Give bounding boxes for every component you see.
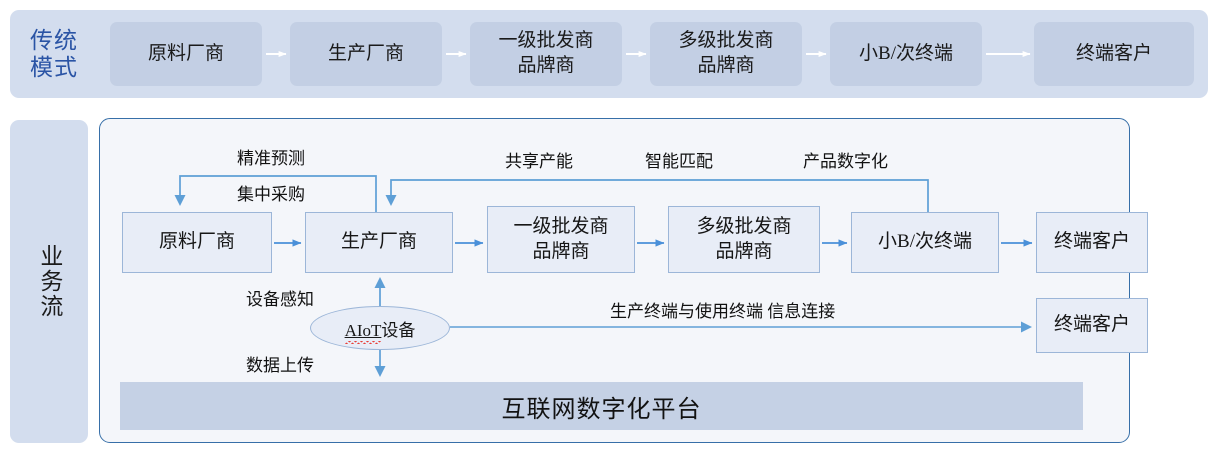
iot-label-data-upload-text: 数据上传 xyxy=(246,356,314,375)
aiot-device-node[interactable]: AIoT设备 xyxy=(310,306,450,350)
aiot-device-label: AIoT设备 xyxy=(345,316,416,341)
traditional-node-multilevel-wholesaler-line1: 多级批发商 xyxy=(678,30,774,52)
flow-node-raw-material[interactable]: 原料厂商 xyxy=(122,212,272,273)
flow-node-small-b-terminal-label: 小B/次终端 xyxy=(878,231,972,253)
iot-label-information-connection-text: 生产终端与使用终端 信息连接 xyxy=(610,302,836,321)
feedback-label-product-digitization: 产品数字化 xyxy=(803,147,888,172)
feedback-label-shared-capacity-text: 共享产能 xyxy=(505,152,573,171)
feedback-label-shared-capacity: 共享产能 xyxy=(505,147,573,172)
traditional-mode-label: 传统 模式 xyxy=(14,22,94,86)
feedback-label-product-digitization-text: 产品数字化 xyxy=(803,152,888,171)
traditional-node-multilevel-wholesaler-line2: 品牌商 xyxy=(697,55,755,76)
iot-endpoint-end-customer[interactable]: 终端客户 xyxy=(1036,298,1148,353)
iot-label-device-sensing: 设备感知 xyxy=(246,285,314,310)
business-flow-label-band xyxy=(10,120,88,443)
flow-node-end-customer-label: 终端客户 xyxy=(1053,231,1130,253)
traditional-node-raw-material[interactable]: 原料厂商 xyxy=(110,22,262,86)
business-flow-label: 业务流 xyxy=(10,120,88,443)
flow-node-raw-material-label: 原料厂商 xyxy=(158,231,235,253)
digital-platform-label: 互联网数字化平台 xyxy=(501,396,702,423)
feedback-label-accurate-forecast: 精准预测 xyxy=(237,144,305,169)
feedback-label-accurate-forecast-text: 精准预测 xyxy=(237,149,305,168)
flow-node-primary-wholesaler-line1: 一级批发商 xyxy=(513,215,609,237)
traditional-node-manufacturer[interactable]: 生产厂商 xyxy=(290,22,442,86)
flow-node-manufacturer-label: 生产厂商 xyxy=(340,231,417,253)
feedback-label-smart-matching: 智能匹配 xyxy=(645,147,713,172)
traditional-mode-label-line2: 模式 xyxy=(30,55,78,80)
iot-label-information-connection: 生产终端与使用终端 信息连接 xyxy=(610,297,835,322)
business-flow-label-text: 业务流 xyxy=(36,244,62,319)
traditional-node-end-customer-label: 终端客户 xyxy=(1075,42,1152,64)
iot-label-data-upload: 数据上传 xyxy=(246,351,314,376)
flow-node-primary-wholesaler[interactable]: 一级批发商 品牌商 xyxy=(487,206,635,273)
iot-label-device-sensing-text: 设备感知 xyxy=(246,290,314,309)
iot-endpoint-end-customer-label: 终端客户 xyxy=(1053,314,1130,336)
flow-node-multilevel-wholesaler[interactable]: 多级批发商 品牌商 xyxy=(668,206,820,273)
digital-platform-bar[interactable]: 互联网数字化平台 xyxy=(120,382,1083,430)
flow-node-multilevel-wholesaler-line1: 多级批发商 xyxy=(696,215,792,237)
aiot-device-label-suffix: 设备 xyxy=(381,320,416,340)
traditional-node-manufacturer-label: 生产厂商 xyxy=(327,42,404,64)
traditional-node-multilevel-wholesaler[interactable]: 多级批发商 品牌商 xyxy=(650,22,802,86)
traditional-node-raw-material-label: 原料厂商 xyxy=(147,42,224,64)
traditional-node-primary-wholesaler-line2: 品牌商 xyxy=(517,55,575,76)
flow-node-end-customer[interactable]: 终端客户 xyxy=(1036,212,1148,273)
flow-node-primary-wholesaler-line2: 品牌商 xyxy=(532,240,590,262)
flow-node-manufacturer[interactable]: 生产厂商 xyxy=(305,212,453,273)
flow-node-multilevel-wholesaler-line2: 品牌商 xyxy=(715,240,773,262)
aiot-device-label-prefix: AIoT xyxy=(344,320,382,340)
feedback-label-smart-matching-text: 智能匹配 xyxy=(645,152,713,171)
flow-node-small-b-terminal[interactable]: 小B/次终端 xyxy=(851,212,999,273)
traditional-node-end-customer[interactable]: 终端客户 xyxy=(1034,22,1194,86)
feedback-label-centralized-procurement: 集中采购 xyxy=(237,180,305,205)
feedback-label-centralized-procurement-text: 集中采购 xyxy=(237,185,305,204)
traditional-node-primary-wholesaler-line1: 一级批发商 xyxy=(498,30,594,52)
traditional-node-primary-wholesaler[interactable]: 一级批发商 品牌商 xyxy=(470,22,622,86)
traditional-node-small-b-terminal-label: 小B/次终端 xyxy=(859,42,953,64)
traditional-mode-label-line1: 传统 xyxy=(30,27,78,53)
traditional-node-small-b-terminal[interactable]: 小B/次终端 xyxy=(830,22,982,86)
